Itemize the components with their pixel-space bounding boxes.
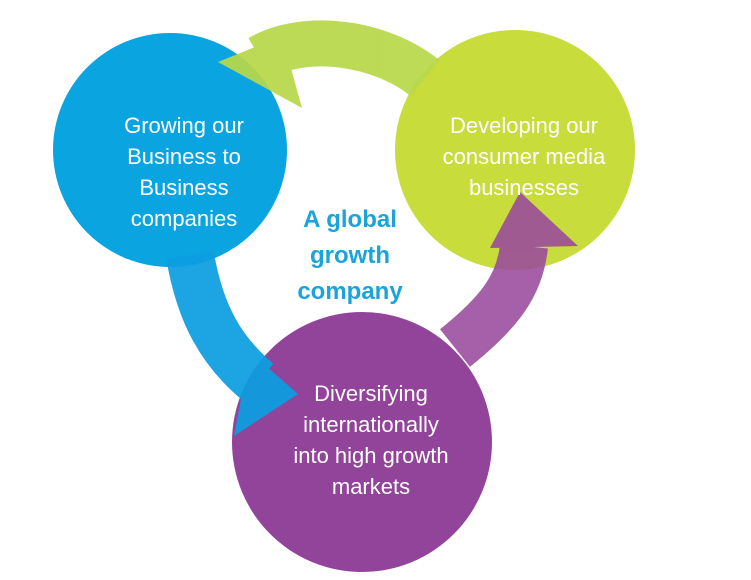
center-title: A global growth company [250, 202, 450, 310]
node-label-intl: Diversifying internationally into high g… [252, 378, 490, 502]
node-label-line: into high growth [293, 443, 449, 468]
center-title-line: A global [303, 206, 397, 233]
arrow-consumer-to-b2b [218, 20, 440, 108]
node-circle-intl [232, 312, 492, 572]
node-label-line: markets [331, 474, 411, 499]
node-label-consumer: Developing our consumer media businesses [398, 110, 650, 203]
center-title-line: growth [310, 242, 390, 269]
node-label-b2b: Growing our Business to Business compani… [73, 110, 295, 234]
node-label-line: Business to [127, 144, 241, 169]
node-label-line: companies [130, 206, 238, 231]
node-circle-consumer [395, 30, 635, 270]
center-title-line: company [297, 278, 403, 305]
node-label-line: consumer media [442, 144, 606, 169]
node-label-line: Business [139, 175, 229, 200]
node-label-line: Developing our [450, 113, 598, 138]
arrow-b2b-to-intl [166, 250, 298, 436]
node-label-line: businesses [468, 175, 580, 200]
arrow-intl-to-consumer [439, 192, 578, 367]
node-circle-b2b [53, 33, 287, 267]
node-label-line: Diversifying [314, 381, 428, 406]
node-label-line: internationally [303, 412, 439, 437]
node-label-line: Growing our [124, 113, 244, 138]
